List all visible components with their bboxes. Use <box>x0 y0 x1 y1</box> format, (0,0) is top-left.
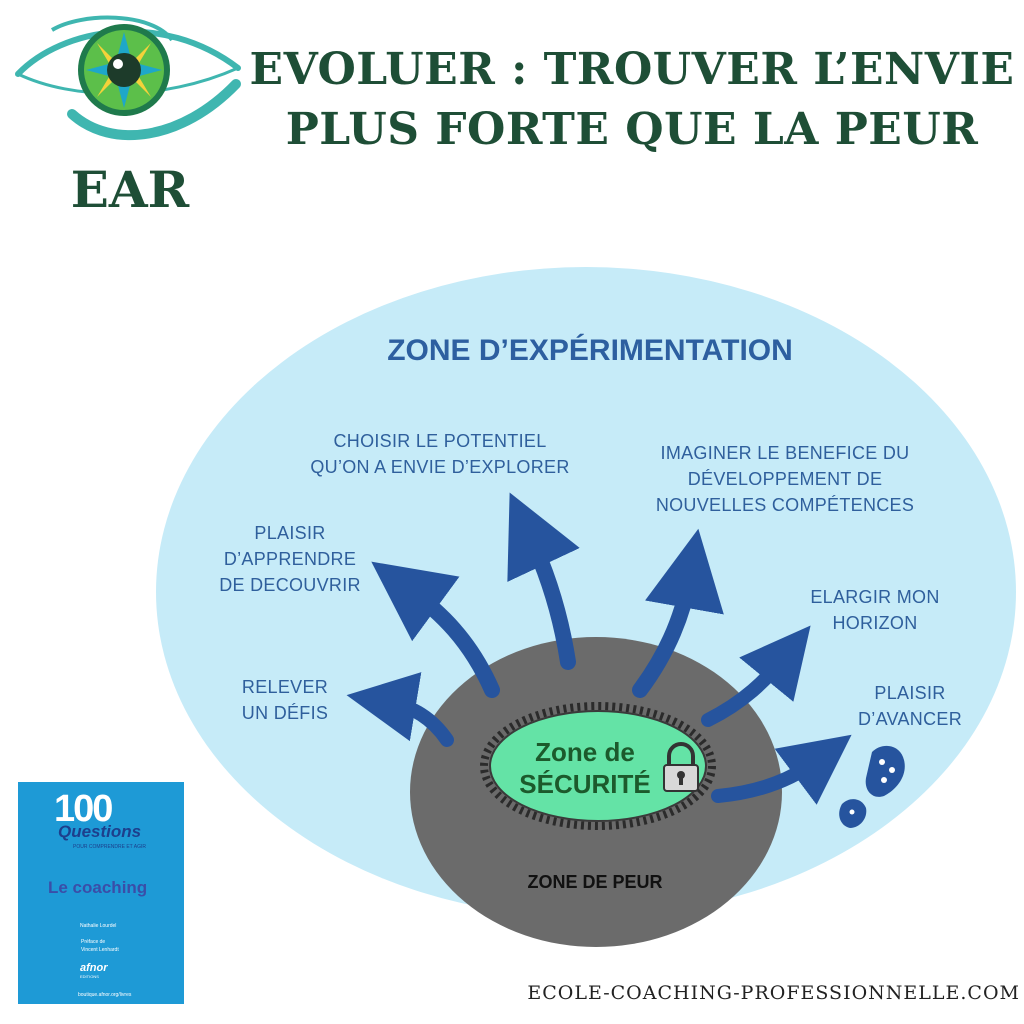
arrow-relever <box>346 672 454 747</box>
footer-website[interactable]: ECOLE-COACHING-PROFESSIONNELLE.COM <box>527 982 1020 1004</box>
book-preface-line-1: Préface de <box>81 939 106 945</box>
book-preface-line-2: Vincent Lenhardt <box>81 947 119 953</box>
callout-line: DE DECOUVRIR <box>219 575 361 595</box>
callout-choisir: CHOISIR LE POTENTIEL QU’ON A ENVIE D’EXP… <box>290 428 590 480</box>
callout-line: PLAISIR <box>254 523 326 543</box>
title-line-1: EVOLUER : TROUVER L’ENVIE <box>249 44 1015 95</box>
book-url: boutique.afnor.org/livres <box>78 992 132 998</box>
safety-zone-line-1: Zone de <box>535 737 635 767</box>
arrow-elargir <box>701 625 811 727</box>
callout-line: PLAISIR <box>874 683 946 703</box>
book-publisher-sub: EDITIONS <box>80 974 99 979</box>
book-author: Nathalie Lourdel <box>80 923 117 929</box>
title-line-2: PLUS FORTE QUE LA PEUR <box>285 104 979 155</box>
safety-zone-label: Zone de SÉCURITÉ <box>500 736 670 800</box>
arrow-choisir <box>507 492 580 670</box>
book-preface: Préface de Vincent Lenhardt <box>81 938 119 954</box>
safety-zone-border <box>480 702 716 830</box>
callout-line: D’APPRENDRE <box>223 549 357 569</box>
page-title: EVOLUER : TROUVER L’ENVIE PLUS FORTE QUE… <box>240 40 1024 160</box>
callout-line: IMAGINER LE BENEFICE DU <box>660 443 910 463</box>
eye-logo-icon <box>15 15 241 141</box>
callout-imaginer: IMAGINER LE BENEFICE DU DÉVELOPPEMENT DE… <box>630 440 940 518</box>
callout-line: RELEVER <box>241 677 329 697</box>
book-subtitle: POUR COMPRENDRE ET AGIR <box>73 844 146 850</box>
callout-relever: RELEVER UN DÉFIS <box>210 674 360 726</box>
safety-zone-line-2: SÉCURITÉ <box>519 769 651 799</box>
callout-line: HORIZON <box>832 613 918 633</box>
book-publisher: afnor <box>80 962 108 974</box>
brand-name: EAR <box>70 160 190 219</box>
safety-zone <box>489 710 707 822</box>
padlock-icon <box>663 742 699 792</box>
book-title: Le coaching <box>48 878 148 897</box>
callout-plaisir-apprendre: PLAISIR D’APPRENDRE DE DECOUVRIR <box>200 520 380 598</box>
callout-line: QU’ON A ENVIE D’EXPLORER <box>310 457 570 477</box>
book-questions: Questions <box>58 822 142 841</box>
book-cover: 100 Questions POUR COMPRENDRE ET AGIR Le… <box>18 782 184 1004</box>
callout-plaisir-avancer: PLAISIR D’AVANCER <box>840 680 980 732</box>
experimentation-zone-label: ZONE D’EXPÉRIMENTATION <box>387 334 793 367</box>
fear-zone-label: ZONE DE PEUR <box>527 872 663 892</box>
arrow-imaginer <box>632 528 724 698</box>
book-number: 100 <box>54 788 113 830</box>
callout-line: D’AVANCER <box>857 709 963 729</box>
callout-line: ELARGIR MON <box>810 587 940 607</box>
callout-line: NOUVELLES COMPÉTENCES <box>655 495 915 515</box>
callout-line: CHOISIR LE POTENTIEL <box>333 431 547 451</box>
arrow-apprendre <box>371 561 500 698</box>
arrow-avancer <box>711 734 852 805</box>
callout-line: DÉVELOPPEMENT DE <box>687 469 883 489</box>
callout-elargir: ELARGIR MON HORIZON <box>785 584 965 636</box>
callout-line: UN DÉFIS <box>241 703 329 723</box>
